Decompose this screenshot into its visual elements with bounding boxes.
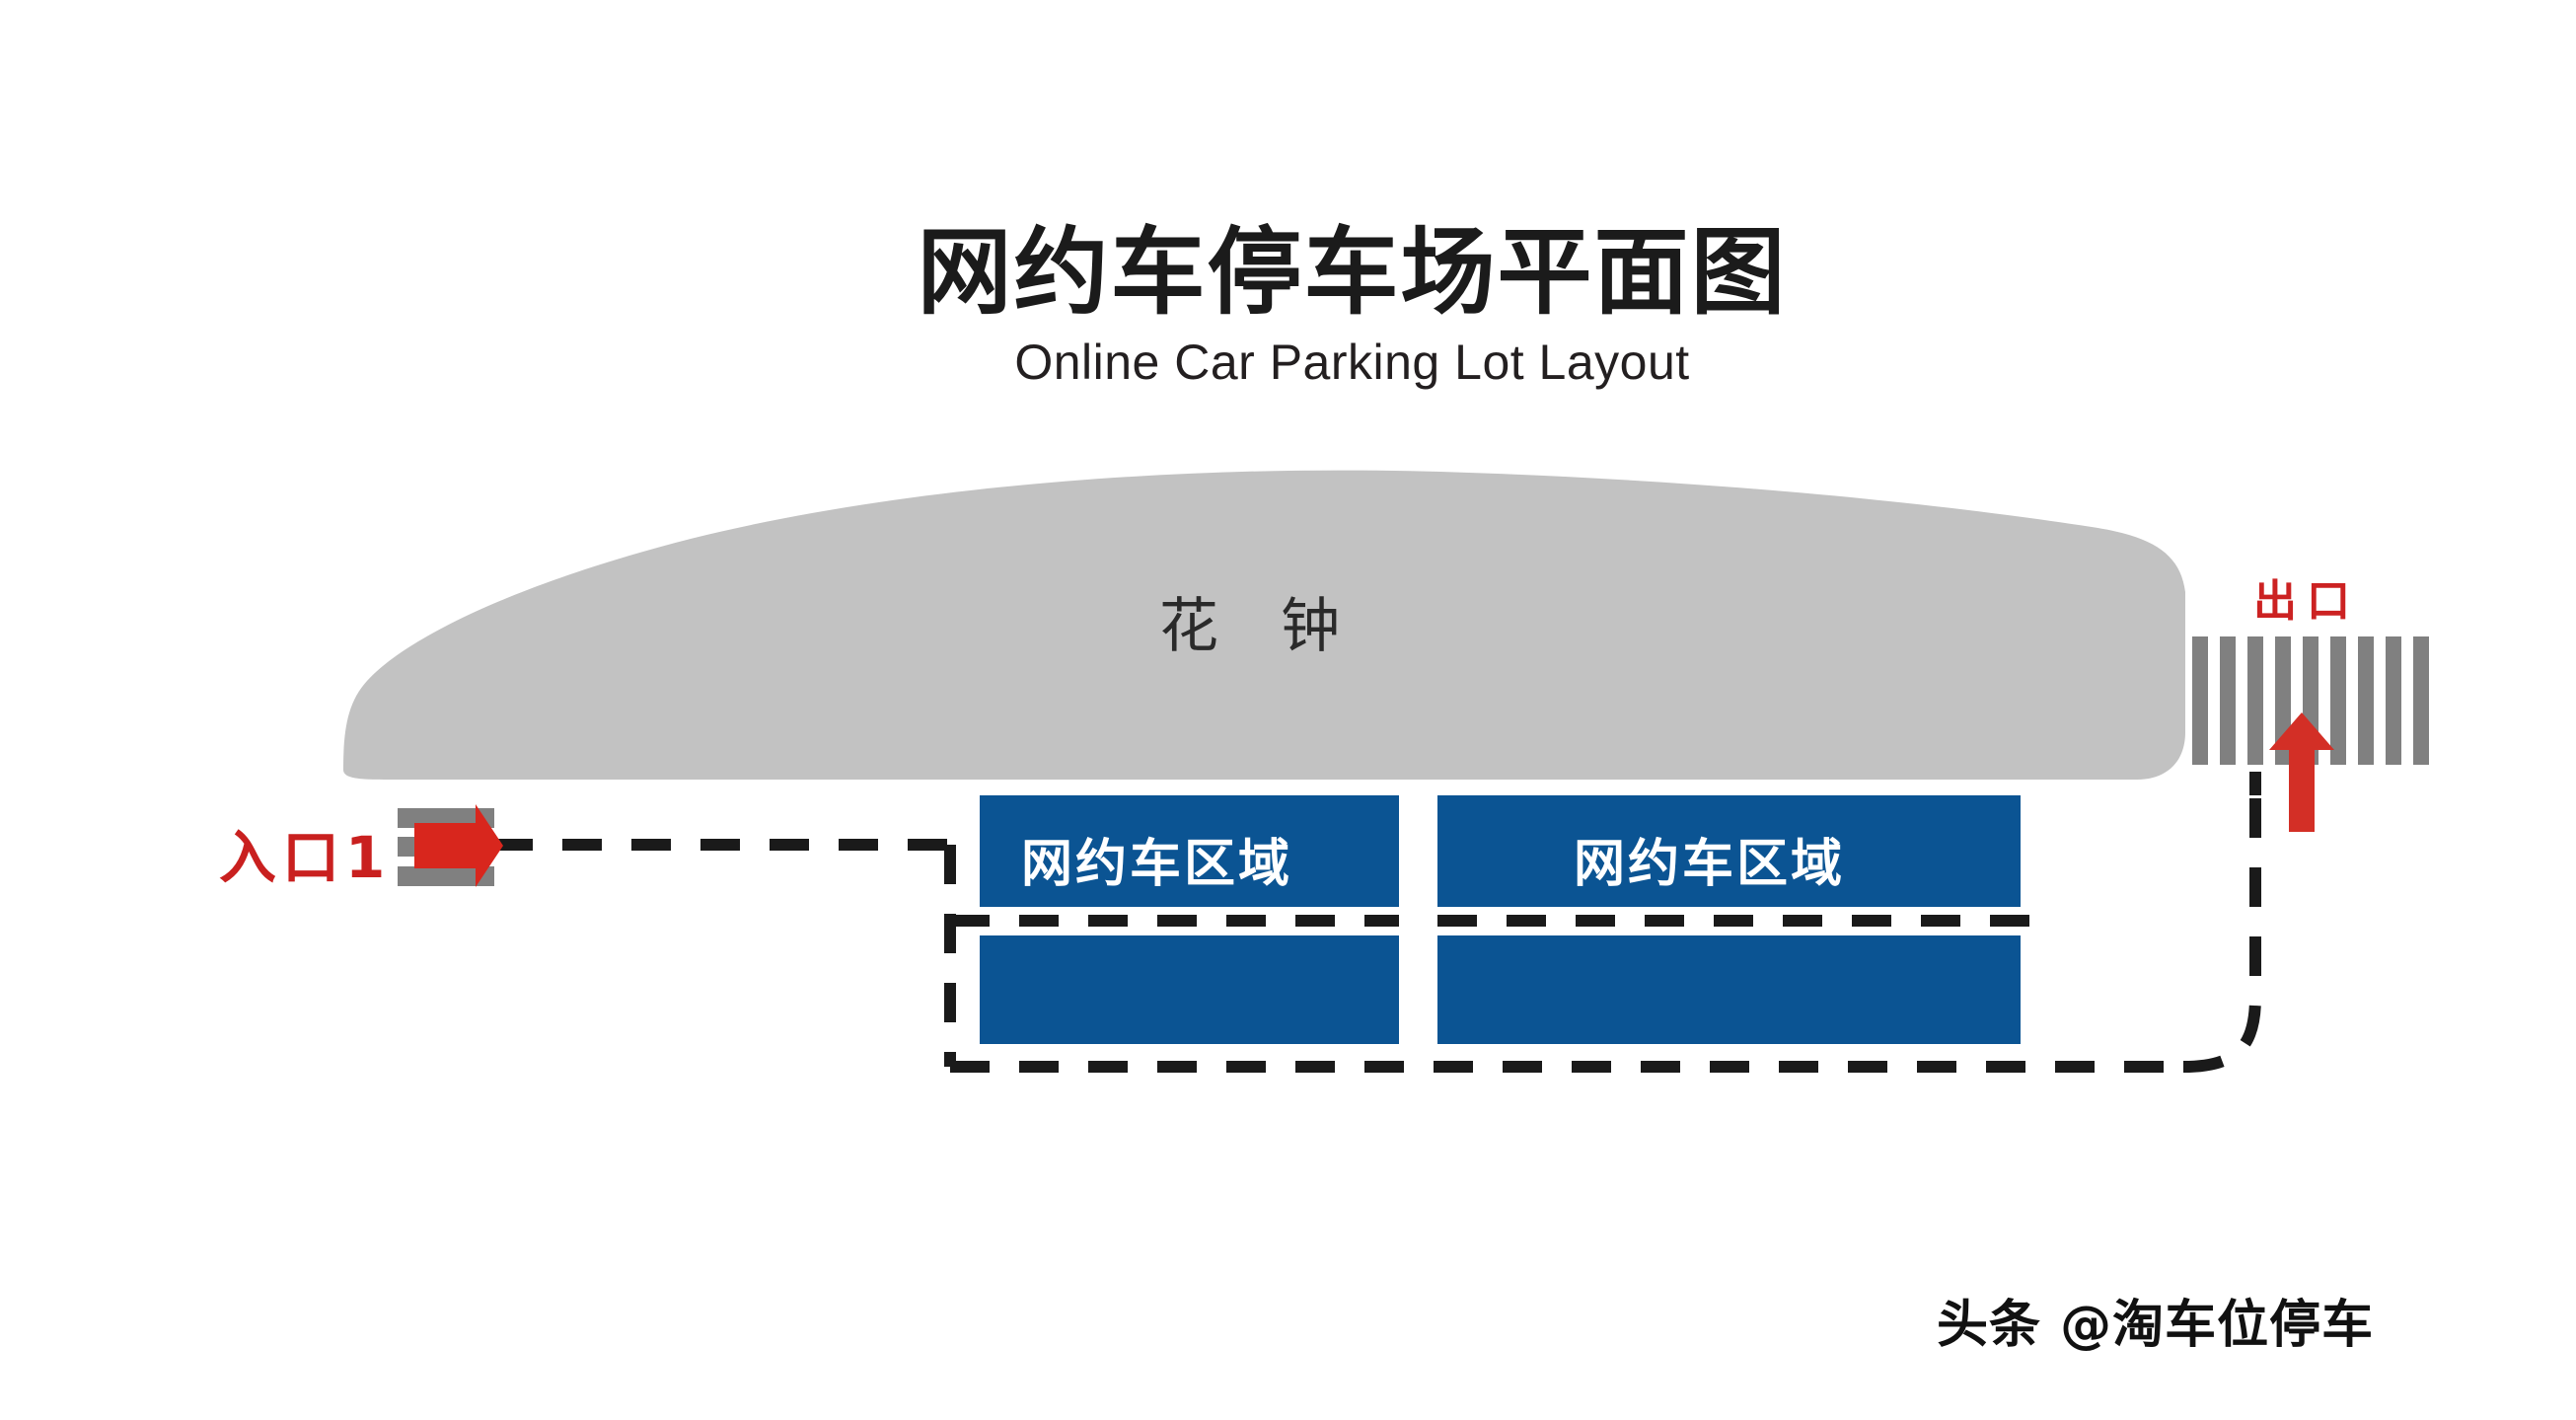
exit-gate-bar xyxy=(2413,636,2429,765)
exit-gate-bar xyxy=(2358,636,2374,765)
flower-clock-shape xyxy=(343,470,2185,780)
parking-block-upper-left[interactable] xyxy=(980,795,1399,907)
entrance-gate-bar xyxy=(398,866,494,886)
parking-block-upper-right[interactable] xyxy=(1437,795,2021,907)
parking-block-lower-right[interactable] xyxy=(1437,935,2021,1044)
exit-arrow-up-icon xyxy=(2269,712,2334,832)
exit-gate xyxy=(2192,636,2429,832)
watermark: 头条 @淘车位停车 xyxy=(1937,1296,2375,1355)
exit-gate-bar xyxy=(2330,636,2346,765)
exit-gate-bar xyxy=(2220,636,2236,765)
exit-gate-bar xyxy=(2247,636,2263,765)
parking-block-lower-left[interactable] xyxy=(980,935,1399,1044)
entrance-gate xyxy=(398,804,503,887)
exit-gate-bar xyxy=(2192,636,2208,765)
entrance-arrow-right-icon xyxy=(414,804,503,887)
exit-gate-bar xyxy=(2386,636,2401,765)
route-segment-exit-curve xyxy=(2182,795,2261,1073)
